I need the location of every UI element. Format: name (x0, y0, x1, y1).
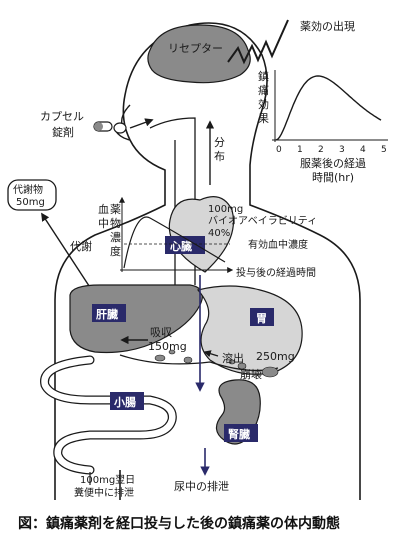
inset-xlabel-2: 時間(hr) (312, 171, 354, 184)
liver-label-box (92, 304, 126, 322)
time-after-dose-label: 投与後の経過時間 (236, 266, 316, 279)
metabolism-arrow (41, 212, 96, 296)
metabolite-box: 代謝物 50mg (7, 179, 57, 211)
inset-tick-5: 5 (381, 145, 387, 155)
absorption-amount: 150mg (148, 340, 187, 353)
absorption-label: 吸収 (150, 326, 172, 339)
disintegration-label: 崩壊 (240, 367, 262, 381)
effective-conc-label: 有効血中濃度 (248, 238, 308, 251)
inset-tick-3: 3 (339, 145, 345, 155)
tablet-label: 錠剤 (52, 125, 74, 139)
brain (147, 24, 251, 84)
inset-xlabel-1: 服薬後の経過 (300, 156, 366, 170)
metabolite-amount: 50mg (16, 197, 45, 208)
feces-amount: 100mg翌日 (80, 474, 135, 486)
metabolism-label: 代謝 (70, 239, 92, 253)
effect-onset-label: 薬効の出現 (300, 19, 355, 33)
dissolution-label: 溶出 (222, 351, 244, 365)
liver (69, 284, 203, 354)
tablet-icon (113, 122, 127, 134)
bioavailability-pct: 40% (208, 228, 230, 239)
blood-conc-axis-label: 薬 物 濃 度 (110, 203, 125, 258)
urine-excretion-label: 尿中の排泄 (174, 479, 229, 493)
inset-effect-graph: 0 1 2 3 4 5 服薬後の経過 時間(hr) 鎮 痛 効 果 (258, 69, 388, 184)
blood-conc-curve (123, 216, 226, 269)
metabolite-label: 代謝物 (13, 183, 43, 196)
distribution-label: 分 布 (214, 136, 229, 163)
heart-label: 心臓 (170, 239, 192, 253)
bioavailability-label: バイオアベイラビリティ (208, 215, 317, 227)
inset-tick-4: 4 (360, 145, 366, 155)
dissolving-particles (154, 349, 279, 378)
stomach-amount: 250mg (256, 350, 295, 363)
inset-ylabel: 鎮 痛 効 果 (258, 69, 273, 125)
dose-label: 100mg (208, 204, 243, 215)
inset-tick-1: 1 (297, 145, 303, 155)
feces-excretion: 糞便中に排泄 (74, 486, 134, 499)
stomach-label-box (250, 308, 274, 326)
kidney-label: 腎臓 (228, 427, 250, 441)
small-intestine (40, 355, 177, 475)
blood-conc-axis-label-col2: 血 中 (98, 202, 113, 230)
liver-label: 肝臓 (96, 307, 118, 321)
capsule-icon (93, 121, 113, 132)
small-intestine-lumen (41, 356, 176, 474)
figure-caption: 図：鎮痛薬剤を経口投与した後の鎮痛薬の体内動態 (18, 515, 340, 532)
heart-label-box (165, 236, 205, 254)
inset-tick-0: 0 (276, 145, 282, 155)
blood-conc-graph: 薬 物 濃 度 血 中 (98, 196, 234, 273)
capsule-label: カプセル (40, 110, 84, 123)
effect-zigzag (227, 19, 289, 65)
kidney-label-box (224, 424, 258, 442)
stomach-label: 胃 (256, 312, 267, 325)
inset-effect-curve (275, 75, 382, 141)
dissolution-arrow (203, 350, 219, 358)
receptor-label: リセプター (168, 42, 223, 55)
duodenum (119, 354, 279, 372)
inset-tick-2: 2 (318, 145, 324, 155)
small-intestine-label: 小腸 (113, 395, 136, 409)
small-intestine-label-box (110, 392, 144, 410)
ingest-arrow (129, 118, 154, 129)
